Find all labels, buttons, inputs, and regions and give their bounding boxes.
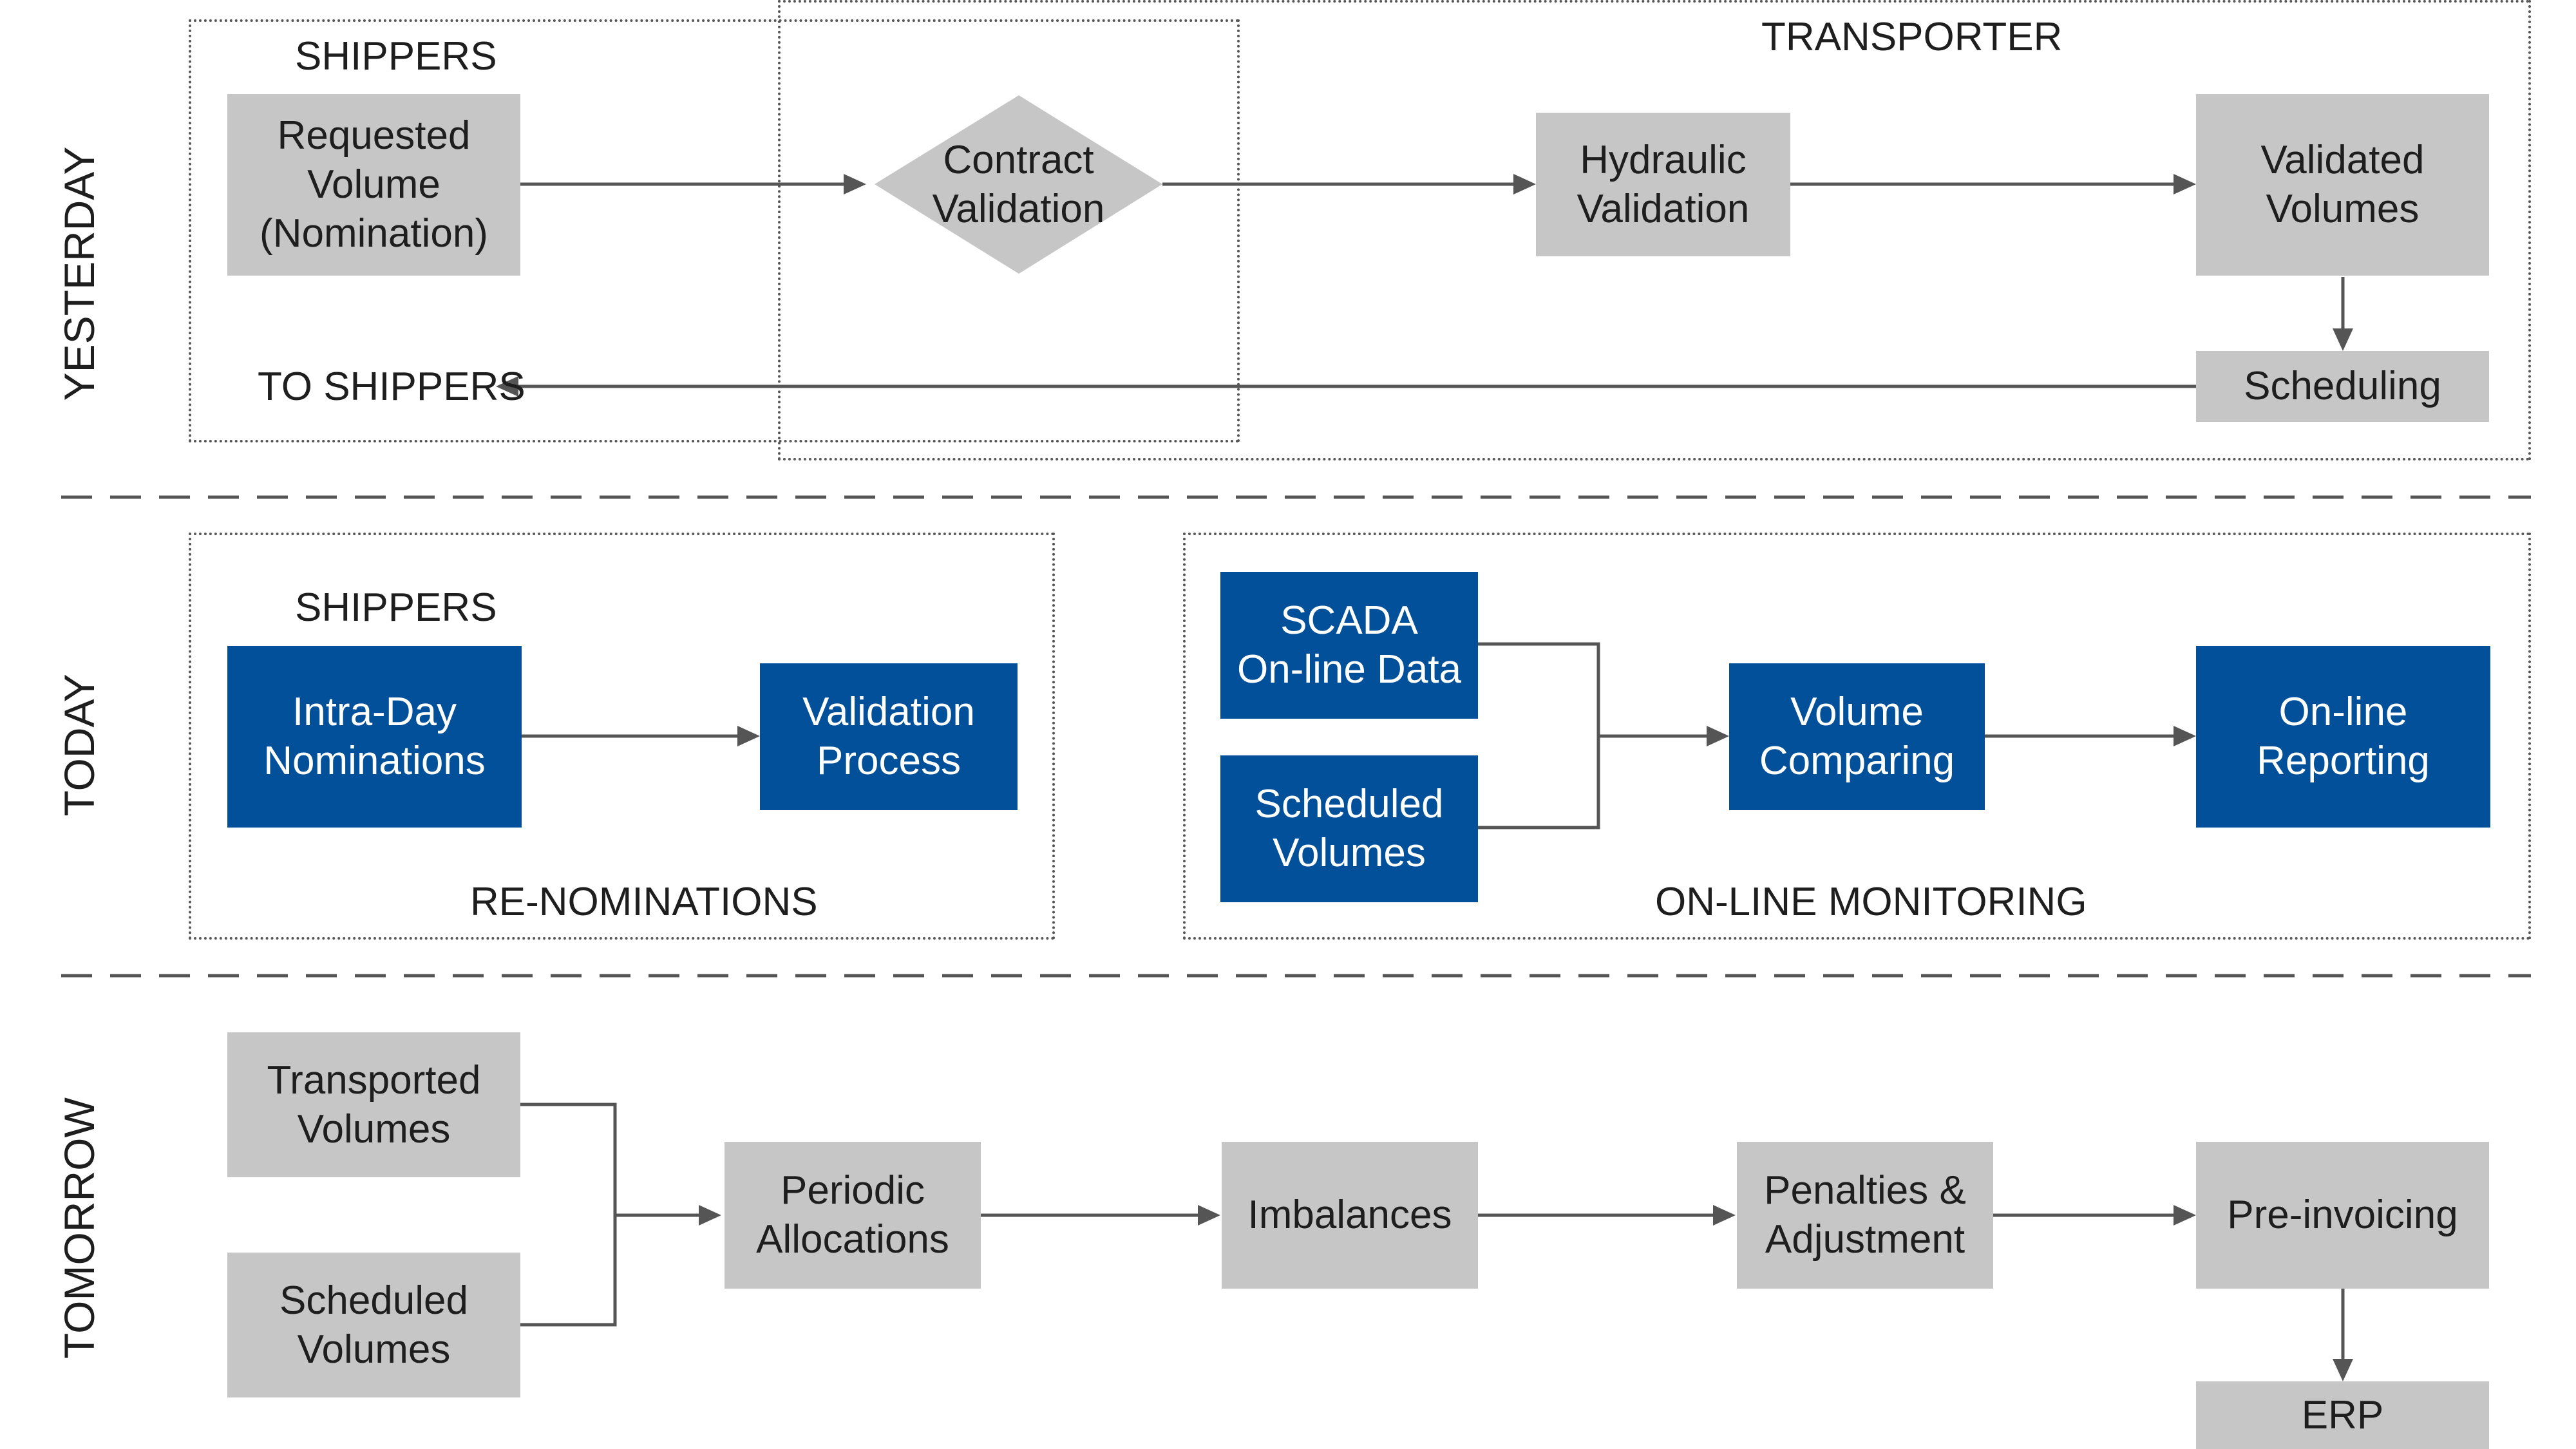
validation-process-box: Validation Process — [760, 663, 1018, 810]
online-monitoring-label: ON-LINE MONITORING — [1655, 880, 2087, 924]
to-shippers-label: TO SHIPPERS — [258, 365, 526, 409]
scheduled-volumes-box-tomorrow: Scheduled Volumes — [227, 1253, 520, 1397]
row-label-today: TODAY — [55, 674, 103, 817]
validated-volumes-box: Validated Volumes — [2196, 94, 2489, 276]
hydraulic-validation-box: Hydraulic Validation — [1536, 113, 1790, 256]
transported-volumes-box: Transported Volumes — [227, 1032, 520, 1177]
online-reporting-box: On-line Reporting — [2196, 646, 2490, 828]
row-label-tomorrow: TOMORROW — [55, 1097, 103, 1359]
online-monitoring-frame — [1183, 533, 2531, 940]
renominations-frame — [189, 533, 1055, 940]
imbalances-box: Imbalances — [1222, 1142, 1478, 1289]
contract-validation-label: Contract Validation — [932, 137, 1105, 231]
pre-invoicing-box: Pre-invoicing — [2196, 1142, 2489, 1289]
intraday-nominations-box: Intra-Day Nominations — [227, 646, 522, 828]
contract-validation-diamond — [875, 95, 1162, 274]
renominations-label: RE-NOMINATIONS — [470, 880, 818, 924]
row-label-yesterday: YESTERDAY — [55, 146, 103, 401]
scheduled-volumes-box-today: Scheduled Volumes — [1220, 755, 1478, 902]
scada-data-box: SCADA On-line Data — [1220, 572, 1478, 719]
volume-comparing-box: Volume Comparing — [1729, 663, 1985, 810]
shippers-label-today: SHIPPERS — [295, 585, 497, 630]
transporter-frame — [778, 0, 2531, 460]
erp-box: ERP — [2196, 1381, 2489, 1449]
scheduling-box: Scheduling — [2196, 351, 2489, 422]
connector-volumes-merge — [520, 1103, 617, 1327]
periodic-allocations-box: Periodic Allocations — [724, 1142, 981, 1289]
shippers-frame-yesterday — [189, 19, 1240, 442]
requested-volume-box: Requested Volume (Nomination) — [227, 94, 520, 276]
shippers-label-yesterday: SHIPPERS — [295, 34, 497, 79]
penalties-adjustment-box: Penalties & Adjustment — [1737, 1142, 1993, 1289]
transporter-label: TRANSPORTER — [1761, 15, 2063, 59]
